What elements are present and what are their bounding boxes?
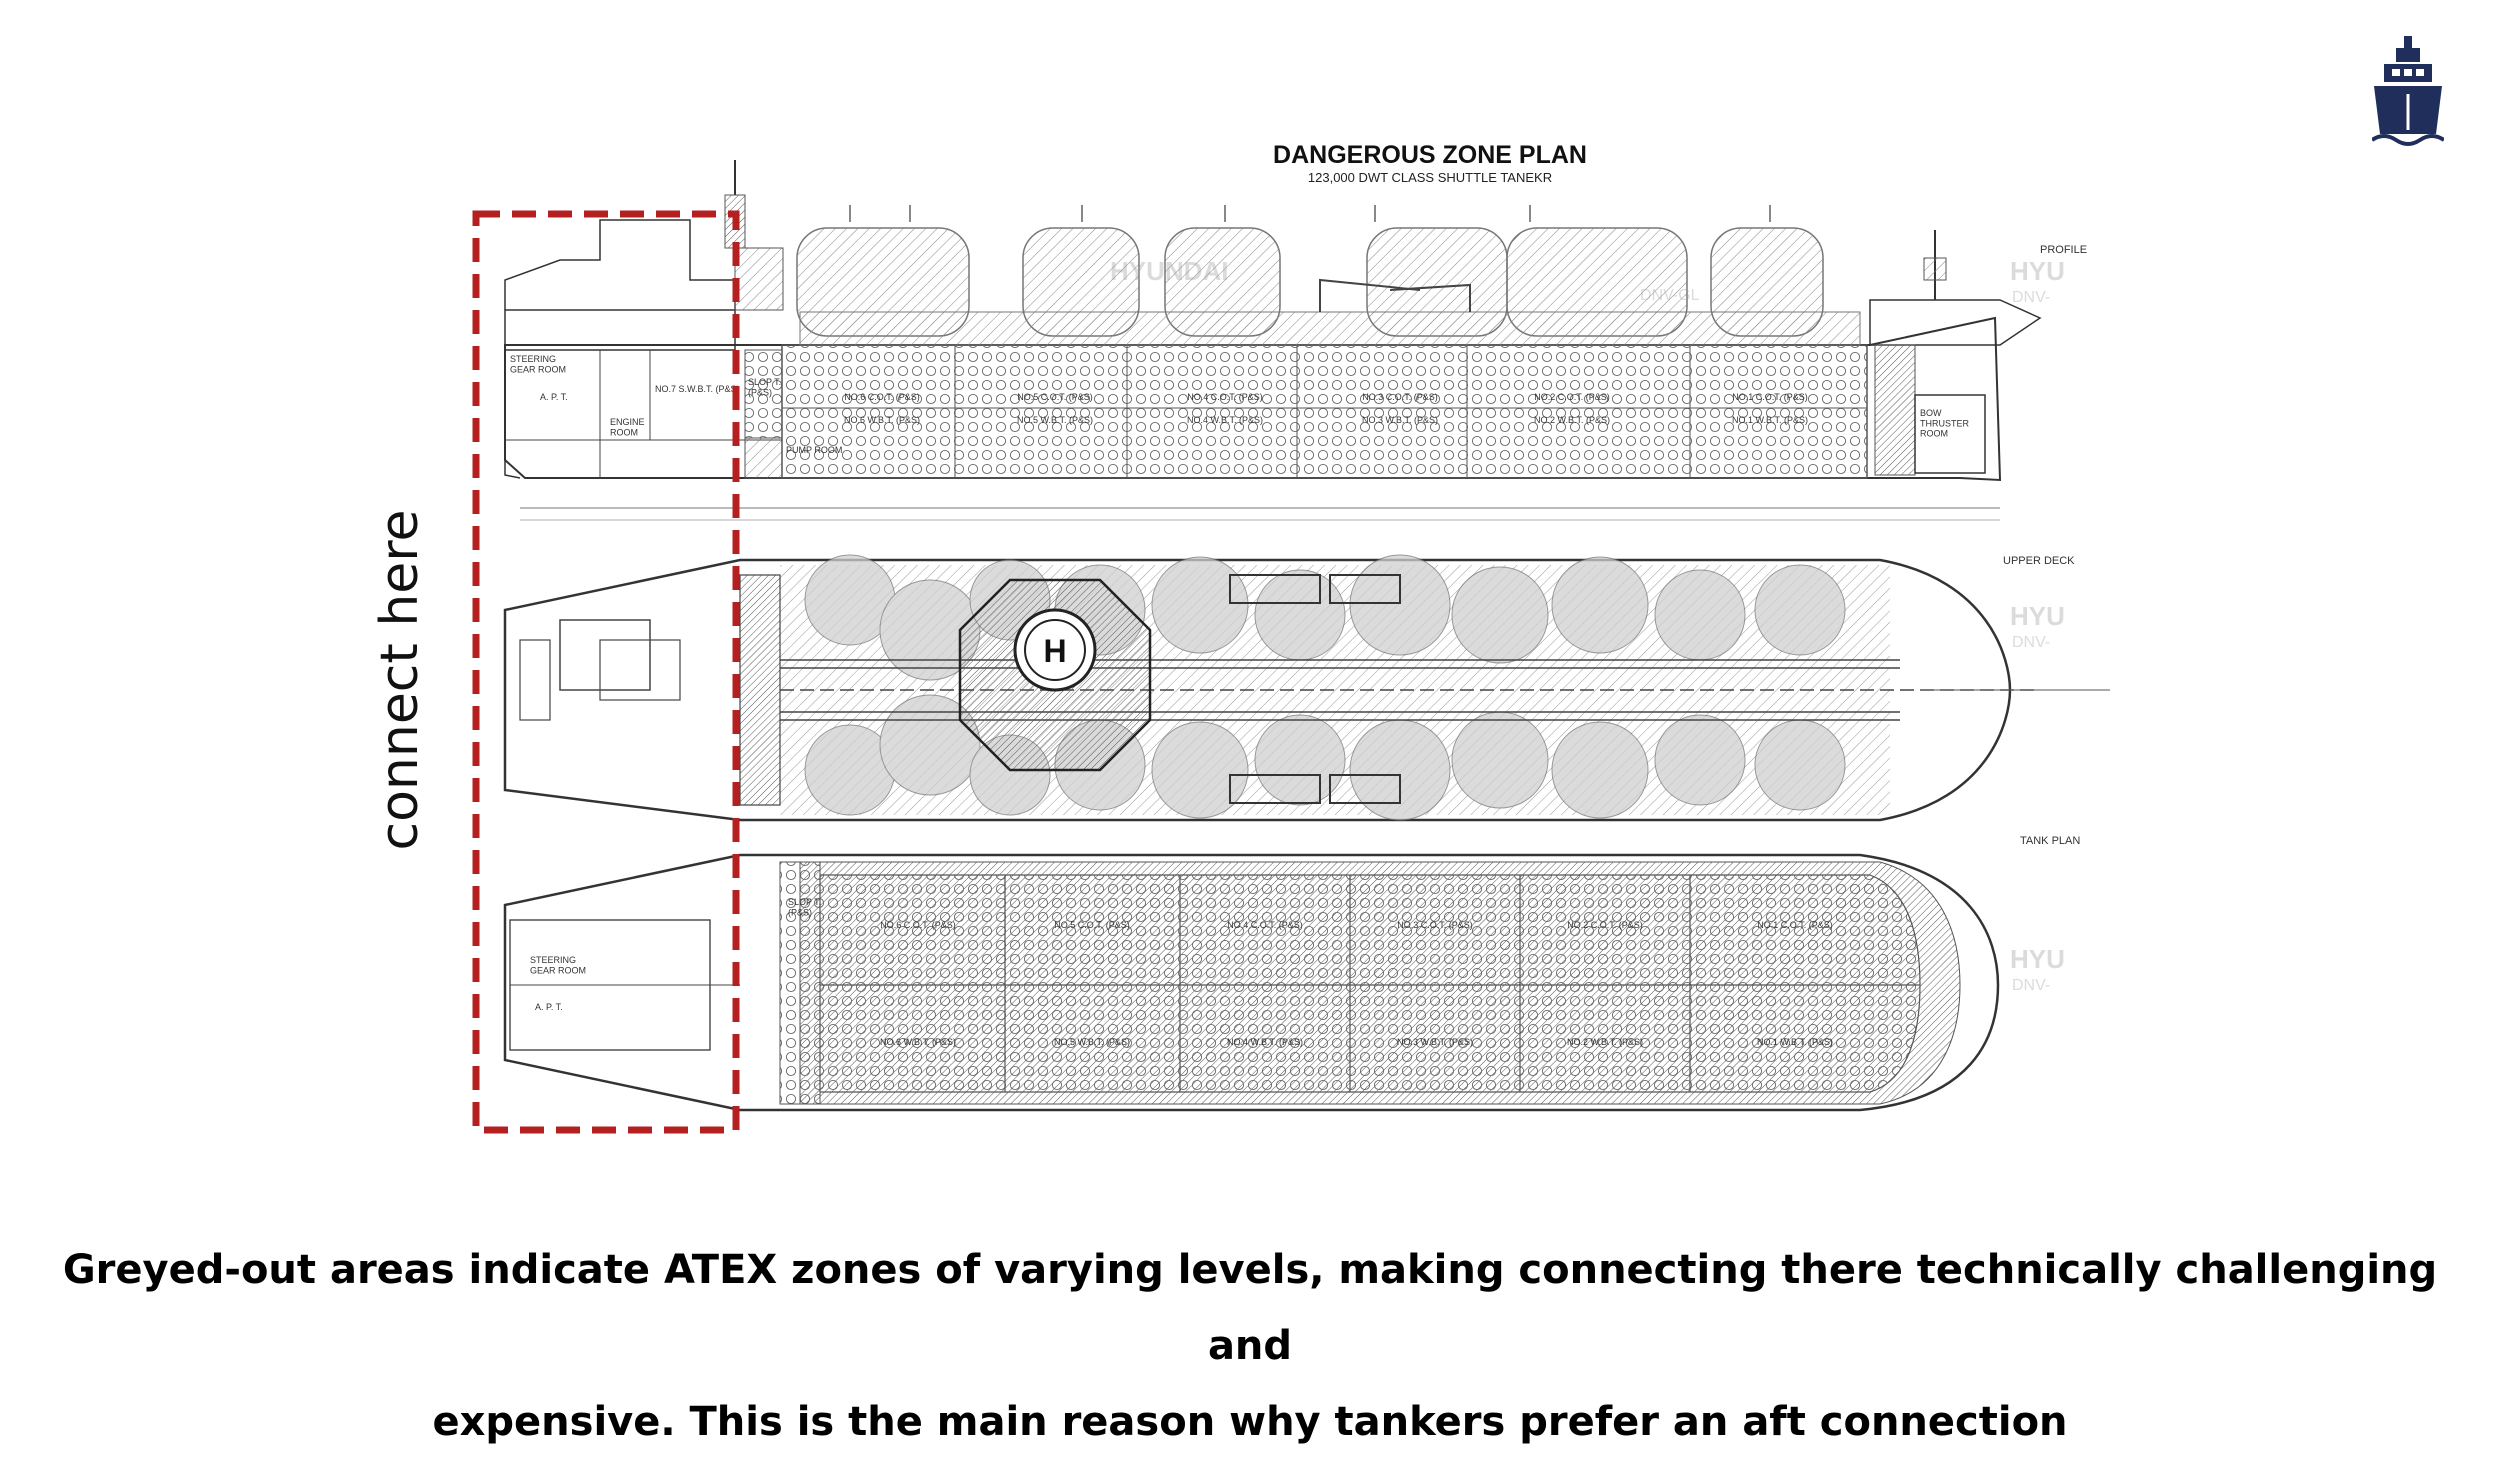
diagram-title: DANGEROUS ZONE PLAN: [1273, 141, 1587, 169]
profile-cot-4: NO.4 C.O.T. (P&S): [1187, 392, 1263, 402]
tank-plan-wbt-3: NO.3 W.B.T. (P&S): [1397, 1037, 1473, 1047]
profile-wbt-5: NO.5 W.B.T. (P&S): [1017, 415, 1093, 425]
tank-plan-cot-4: NO.4 C.O.T. (P&S): [1227, 920, 1303, 930]
tank-plan-cot-6: NO.6 C.O.T. (P&S): [880, 920, 956, 930]
profile-wbt-4: NO.4 W.B.T. (P&S): [1187, 415, 1263, 425]
profile-pump-room-label: PUMP ROOM: [786, 445, 842, 455]
watermark-tank-class: DNV-: [2012, 977, 2050, 994]
diagram-subtitle: 123,000 DWT CLASS SHUTTLE TANEKR: [1308, 170, 1552, 185]
profile-wbt-3: NO.3 W.B.T. (P&S): [1362, 415, 1438, 425]
profile-slop-tank-label: SLOP T.(P&S): [748, 377, 781, 397]
caption-line-1: Greyed-out areas indicate ATEX zones of …: [62, 1247, 2438, 1369]
watermark-profile-word: HYU: [2010, 256, 2065, 286]
profile-wbt-2: NO.2 W.B.T. (P&S): [1534, 415, 1610, 425]
profile-cot-3: NO.3 C.O.T. (P&S): [1362, 392, 1438, 402]
watermark-deck-word: HYU: [2010, 601, 2065, 631]
tank-plan-wbt-1: NO.1 W.B.T. (P&S): [1757, 1037, 1833, 1047]
watermark-profile-class: DNV-: [2012, 289, 2050, 306]
tank-plan-slop-tank-label: SLOP T.(P&S): [788, 897, 821, 917]
tank-plan-cot-2: NO.2 C.O.T. (P&S): [1567, 920, 1643, 930]
watermark-profile-class-2: DNV-GL: [1640, 287, 1700, 304]
profile-wbt-1: NO.1 W.B.T. (P&S): [1732, 415, 1808, 425]
tank-plan-wbt-2: NO.2 W.B.T. (P&S): [1567, 1037, 1643, 1047]
profile-cot-2: NO.2 C.O.T. (P&S): [1534, 392, 1610, 402]
helideck-marker: H: [1043, 633, 1066, 669]
aft-connection-highlight-box: [472, 210, 740, 1134]
tank-plan-view-label: TANK PLAN: [2020, 835, 2080, 847]
tank-plan-cot-5: NO.5 C.O.T. (P&S): [1054, 920, 1130, 930]
dangerous-zone-plan-drawing: DANGEROUS ZONE PLAN 123,000 DWT CLASS SH…: [472, 141, 2110, 1134]
profile-swbt-label: NO.7 S.W.B.T. (P&S): [655, 384, 740, 394]
profile-cot-6: NO.6 C.O.T. (P&S): [844, 392, 920, 402]
upper-deck-view-label: UPPER DECK: [2003, 555, 2075, 567]
tank-plan-cot-3: NO.3 C.O.T. (P&S): [1397, 920, 1473, 930]
profile-wbt-6: NO.6 W.B.T. (P&S): [844, 415, 920, 425]
profile-view-label: PROFILE: [2040, 244, 2087, 256]
connect-here-label: connect here: [370, 509, 430, 851]
watermark-tank-word: HYU: [2010, 944, 2065, 974]
tank-plan-wbt-5: NO.5 W.B.T. (P&S): [1054, 1037, 1130, 1047]
tank-plan-wbt-6: NO.6 W.B.T. (P&S): [880, 1037, 956, 1047]
watermark: HYU DNV- HYU DNV- HYU DNV- HYUNDAI DNV-G…: [1110, 256, 2065, 994]
caption-line-2: expensive. This is the main reason why t…: [432, 1399, 2068, 1445]
watermark-profile-word-2: HYUNDAI: [1110, 256, 1228, 286]
ship-icon: [2372, 36, 2444, 146]
tank-plan-wbt-4: NO.4 W.B.T. (P&S): [1227, 1037, 1303, 1047]
tank-plan-apt-label: A. P. T.: [535, 1002, 563, 1012]
watermark-deck-class: DNV-: [2012, 634, 2050, 651]
caption: Greyed-out areas indicate ATEX zones of …: [40, 1232, 2460, 1460]
profile-cot-1: NO.1 C.O.T. (P&S): [1732, 392, 1808, 402]
upper-deck-view: H: [503, 554, 2110, 822]
profile-apt-label: A. P. T.: [540, 392, 568, 402]
tank-plan-cot-1: NO.1 C.O.T. (P&S): [1757, 920, 1833, 930]
profile-cot-5: NO.5 C.O.T. (P&S): [1017, 392, 1093, 402]
